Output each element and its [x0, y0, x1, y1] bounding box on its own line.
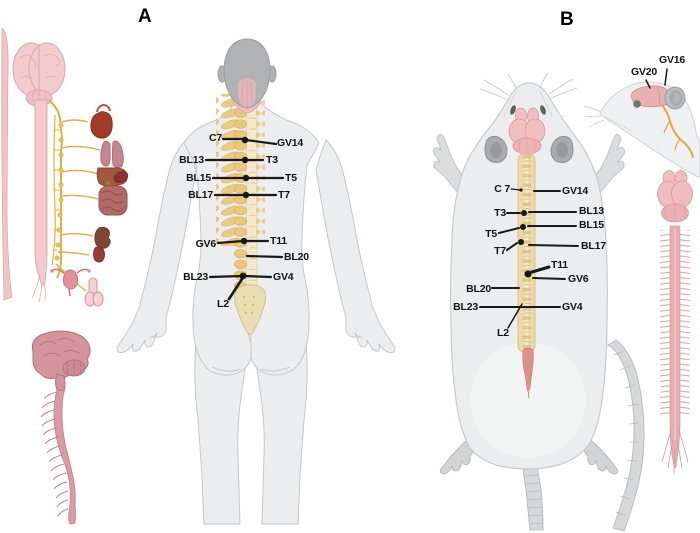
panel-b-label: B — [560, 9, 574, 30]
human-acupoint-markers — [204, 136, 285, 301]
acupoint-label-a-l2: L2 — [217, 298, 229, 310]
edge-tissue-strip — [1, 27, 13, 301]
acupoint-label-b-gv14: GV14 — [562, 185, 589, 197]
acupoint-label-b-l2: L2 — [497, 327, 509, 339]
uterus-icon — [50, 268, 91, 297]
acupoint-label-a-gv6: GV6 — [195, 238, 217, 250]
acupoint-label-a-bl23: BL23 — [183, 271, 208, 283]
male-reproductive-icon — [84, 277, 104, 307]
profile-whiskers — [583, 105, 605, 128]
bladder-icon — [93, 246, 105, 263]
acupoint-label-a-t3: T3 — [266, 154, 278, 166]
right-arm — [315, 139, 396, 354]
spine-tip — [522, 347, 534, 391]
acupoint-label-b-bl17: BL17 — [581, 240, 606, 252]
acupoint-label-b-bl15: BL15 — [579, 219, 604, 231]
rat-right-eye — [540, 105, 546, 115]
acupoint-label-b-t11: T11 — [551, 259, 568, 271]
whiskers — [479, 72, 578, 100]
acupoint-label-b-t7: T7 — [494, 245, 506, 257]
sacrum — [234, 284, 266, 335]
acupoint-label-a-t7: T7 — [278, 189, 290, 201]
acupoint-label-b-gv20: GV20 — [630, 66, 657, 78]
panel-a-label: A — [138, 6, 152, 27]
cauda-equina — [661, 429, 689, 475]
brain-front-icon — [12, 42, 66, 107]
spinal-cord-front — [31, 99, 48, 303]
spinal-cord-lateral — [53, 389, 76, 525]
human-nervous-system-organs-illustration — [1, 27, 129, 307]
acupoint-label-b-gv4: GV4 — [562, 301, 583, 313]
rat-head-profile-illustration — [583, 81, 700, 179]
acupoint-label-a-c7: C7 — [208, 132, 222, 144]
tail-curve — [607, 339, 645, 532]
rat-acupoint-markers — [479, 68, 668, 329]
heart-icon — [90, 103, 113, 139]
rat-brain-dorsal — [508, 107, 546, 155]
human-brain-spinal-cord-illustration — [31, 330, 91, 525]
acupoint-label-a-bl20: BL20 — [284, 251, 309, 263]
acupoint-label-b-t5: T5 — [485, 228, 497, 240]
acupoint-label-a-bl15: BL15 — [186, 172, 211, 184]
sympathetic-nerve-chain — [48, 99, 101, 292]
acupoint-label-a-t11: T11 — [270, 235, 287, 247]
rat-left-eye — [510, 105, 516, 115]
kidney-icon — [94, 226, 111, 249]
acupoint-label-b-c7: C 7 — [494, 183, 510, 195]
acupoint-label-a-gv4: GV4 — [273, 271, 294, 283]
liver-stomach-icon — [96, 167, 129, 187]
human-back-figure — [116, 38, 396, 525]
rat-brain-spinal-cord-illustration — [657, 170, 693, 475]
acupoint-label-b-gv16: GV16 — [659, 54, 686, 66]
nerve-rootlets — [40, 391, 69, 517]
rat-profile-eye — [633, 100, 641, 108]
acupoint-label-b-gv6: GV6 — [568, 273, 589, 285]
acupoint-label-b-bl13: BL13 — [579, 205, 604, 217]
acupoint-label-a-gv14: GV14 — [277, 137, 304, 149]
gallbladder-icon — [106, 181, 110, 185]
acupoint-label-a-bl17: BL17 — [188, 189, 213, 201]
acupoint-label-a-bl13: BL13 — [179, 154, 204, 166]
acupoint-label-a-t5: T5 — [285, 172, 297, 184]
tail-base — [520, 451, 544, 531]
head-back — [223, 38, 271, 109]
acupoint-label-b-bl20: BL20 — [466, 283, 491, 295]
rat-spine — [517, 153, 536, 399]
intestines-icon — [98, 185, 128, 216]
acupoint-label-b-bl23: BL23 — [453, 301, 478, 313]
acupoint-label-b-t3: T3 — [494, 207, 506, 219]
left-arm — [116, 139, 197, 354]
lungs-icon — [100, 140, 124, 169]
belly-highlight — [470, 342, 586, 458]
